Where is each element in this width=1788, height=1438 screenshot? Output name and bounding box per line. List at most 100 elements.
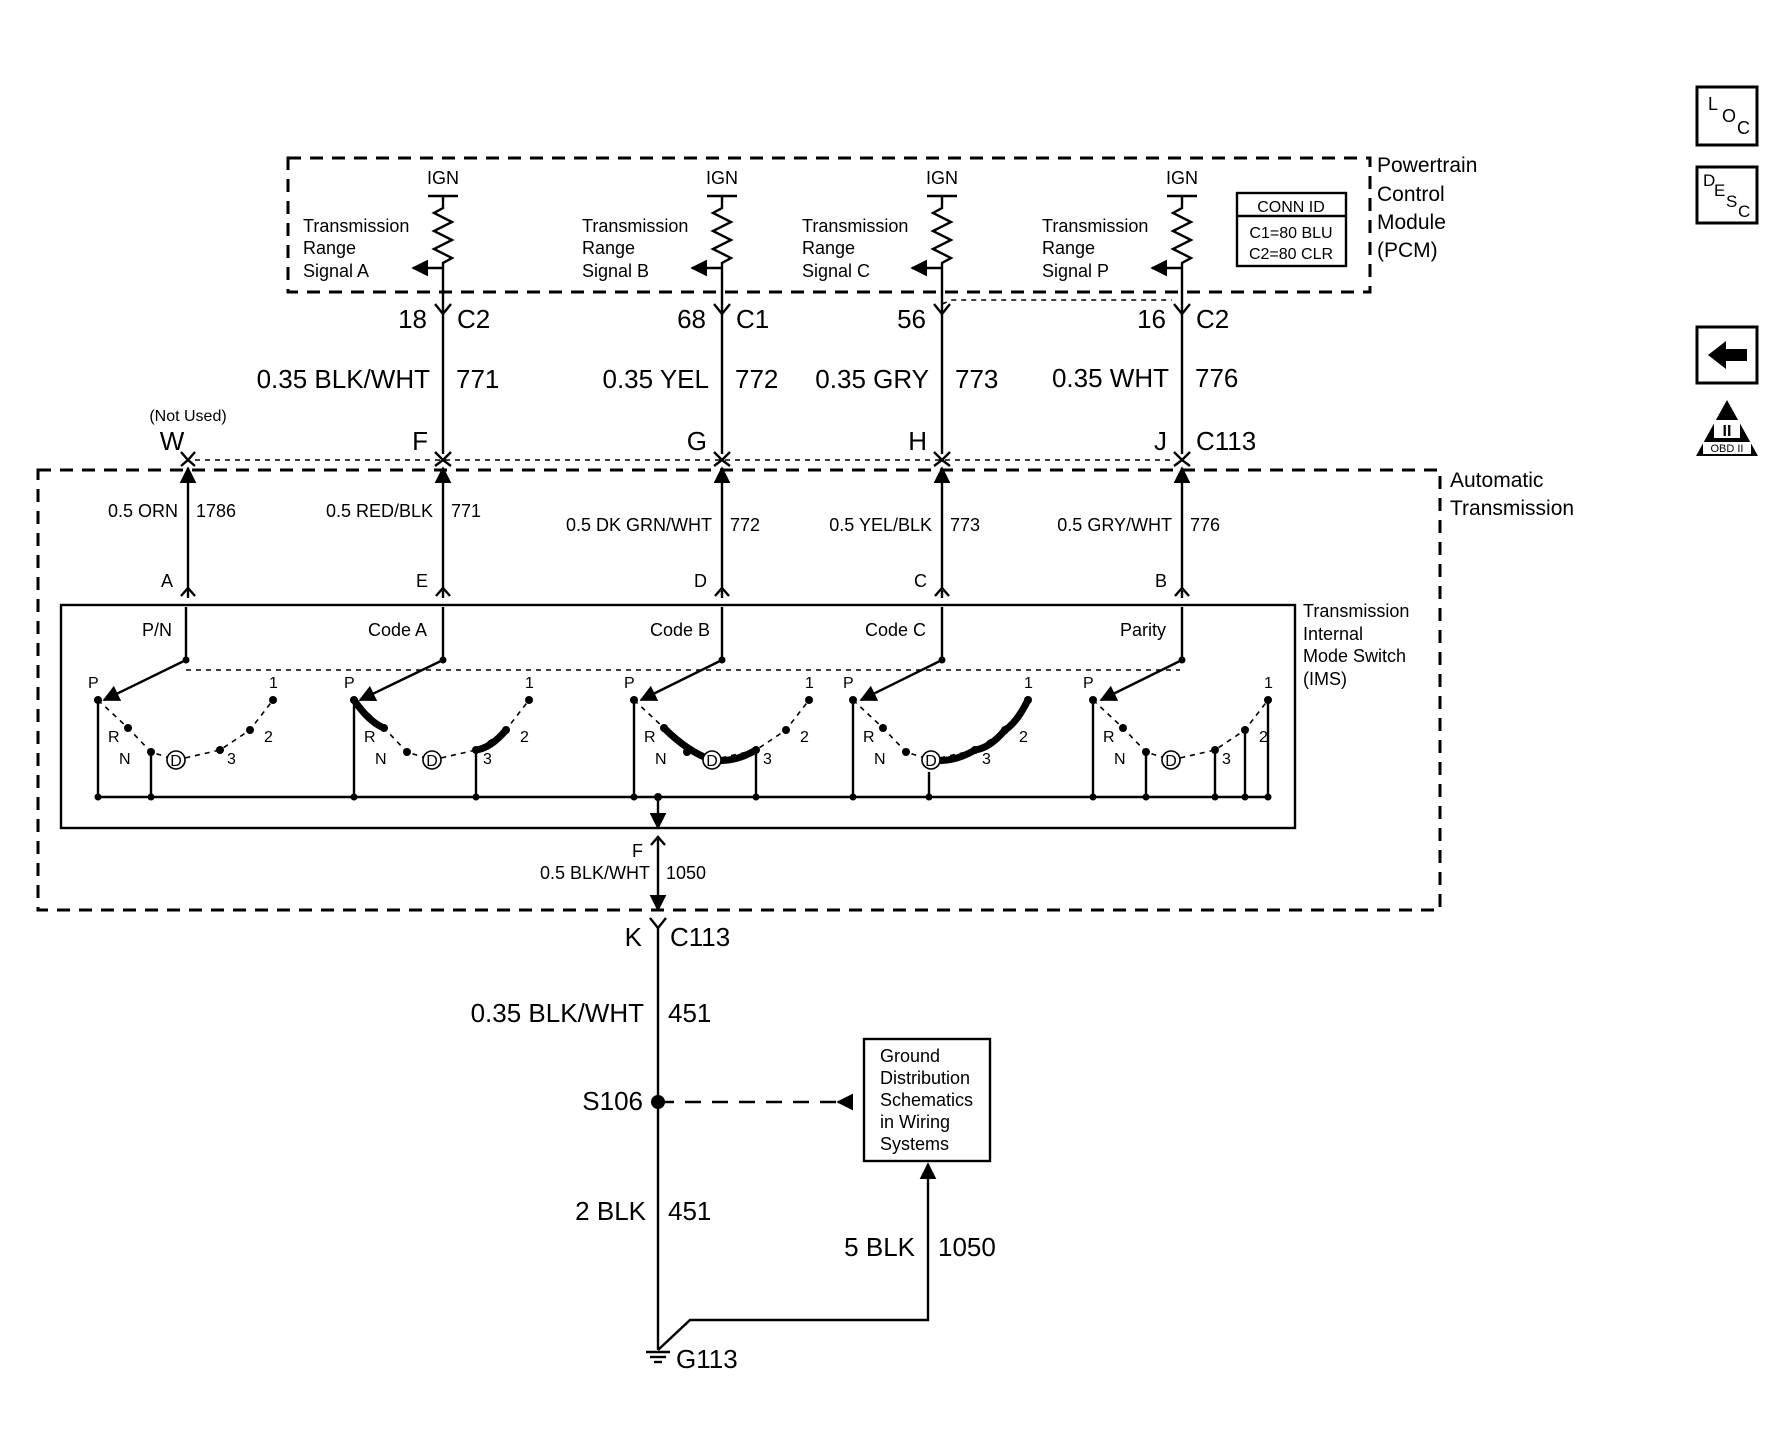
position-label-p: P [843,675,854,692]
signal-label-a-3: Signal A [303,261,369,281]
contact-dot [902,748,910,756]
position-label-d: D [706,753,718,770]
pcm-title-line-2: Control [1377,183,1445,206]
ground-ref-4: in Wiring [880,1112,950,1132]
pcm-connectors [434,299,1191,316]
desc-icon-e: E [1714,181,1725,200]
ground-distribution-box[interactable]: Ground Distribution Schematics in Wiring… [862,1037,992,1163]
position-label-n: N [655,751,667,768]
not-used-label: (Not Used) [149,408,226,425]
wire-772-lower-circuit: 772 [730,515,760,535]
c113-terminal-w: W [160,426,185,456]
closed-contact [1001,696,1032,734]
c113-top-connector [180,451,1191,467]
signal-label-a-1: Transmission [303,216,409,236]
position-label-r: R [364,729,376,746]
position-label-two: 2 [264,729,273,746]
position-label-p: P [88,675,99,692]
position-label-d: D [925,753,937,770]
wire-771-lower-circuit: 771 [451,501,481,521]
position-label-three: 3 [483,751,492,768]
position-label-two: 2 [800,729,809,746]
contact-dot [246,726,254,734]
ims-title-2: Internal [1303,624,1363,644]
signal-label-c-2: Range [802,238,855,258]
position-label-three: 3 [227,751,236,768]
contact-dot [269,696,277,704]
ground-ref-1: Ground [880,1046,940,1066]
wire-1050-circuit: 1050 [938,1232,996,1262]
pcm-conn-c2: C2 [457,304,490,334]
closed-contact [472,726,510,754]
ims-pin-d: D [694,571,707,591]
ims-title-4: (IMS) [1303,669,1347,689]
ground-ref-3: Schematics [880,1090,973,1110]
ims-box [59,603,1297,830]
ground-g113: G113 [676,1344,738,1374]
pcm-conn-c1: C1 [736,304,769,334]
position-label-n: N [375,751,387,768]
auto-trans-outline [36,468,1442,912]
position-label-one: 1 [1264,675,1273,692]
switch-label-code-b: Code B [650,620,710,640]
position-label-three: 3 [982,751,991,768]
wire-771-gauge: 0.35 BLK/WHT [257,364,431,394]
lower-wires [179,466,1191,598]
position-label-n: N [1114,751,1126,768]
position-label-three: 3 [763,751,772,768]
position-label-three: 3 [1222,751,1231,768]
position-label-d: D [170,753,182,770]
signal-label-c-1: Transmission [802,216,908,236]
contact-dot [525,696,533,704]
obd-ii-button[interactable]: II OBD II [1696,400,1758,456]
wire-772-lower-gauge: 0.5 DK GRN/WHT [566,515,712,535]
contact-dot [782,726,790,734]
contact-dot [216,746,224,754]
desc-icon-c: C [1738,202,1750,221]
position-label-one: 1 [1024,675,1033,692]
contact-dot [805,696,813,704]
switch-label-code-c: Code C [865,620,926,640]
wire-773-circuit: 773 [955,364,998,394]
contact-dot [1024,696,1032,704]
pcm-pin-68: 68 [677,304,706,334]
wire-1050-f-gauge: 0.5 BLK/WHT [540,863,650,883]
conn-id-c1: C1=80 BLU [1249,225,1332,242]
auto-trans-title-2: Transmission [1450,497,1574,520]
k-pin-label: K [625,922,643,952]
contact-dot [683,748,691,756]
ims-title-3: Mode Switch [1303,646,1406,666]
left-arrow-icon [1708,341,1747,369]
wire-451a-gauge: 0.35 BLK/WHT [471,998,645,1028]
splice-s106: S106 [582,1086,643,1116]
pcm-pin-56: 56 [897,304,926,334]
closed-contact [971,726,1009,754]
desc-icon-d: D [1703,171,1715,190]
wire-771-lower-gauge: 0.5 RED/BLK [326,501,433,521]
position-label-n: N [119,751,131,768]
c113-terminal-j: J [1154,426,1167,456]
c113-terminal-f: F [412,426,428,456]
loc-icon-c: C [1737,118,1750,138]
position-label-one: 1 [525,675,534,692]
loc-button[interactable]: L O C [1695,85,1759,147]
back-button[interactable] [1695,325,1759,385]
ims-pin-b: B [1155,571,1167,591]
desc-button[interactable]: D E S C [1695,165,1759,225]
pcm-title-line-3: Module [1377,211,1446,234]
ground-path [646,797,937,1364]
position-label-two: 2 [1259,729,1268,746]
signal-label-b-2: Range [582,238,635,258]
position-label-d: D [1165,753,1177,770]
wire-1050-f-circuit: 1050 [666,863,706,883]
contact-dot [1001,726,1009,734]
loc-icon-o: O [1722,106,1736,126]
wire-451b-circuit: 451 [668,1196,711,1226]
c113-bottom-label: C113 [670,922,730,952]
wire-451a-circuit: 451 [668,998,711,1028]
contact-dot [403,748,411,756]
